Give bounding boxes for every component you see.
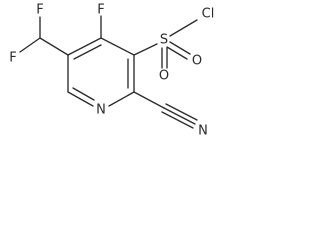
atom-n-nitrile: N <box>198 124 208 139</box>
bond-n1-c6 <box>67 91 94 107</box>
bond-c2-cn <box>133 91 165 109</box>
bond-cn-triple-1 <box>163 107 196 125</box>
atom-s: S <box>160 33 168 48</box>
bond-c5-c4-inner <box>73 44 102 60</box>
bonds <box>19 15 198 129</box>
bond-c3-s <box>133 43 158 56</box>
bond-c4-c3 <box>100 37 135 56</box>
atom-n-ring: N <box>96 103 106 118</box>
atom-cl: Cl <box>202 7 215 22</box>
bond-n1-c6-inner <box>72 87 95 101</box>
structure-diagram: F F F S Cl O O N N <box>9 3 214 139</box>
bond-s-o-right <box>169 41 191 55</box>
bond-c5-chf2 <box>39 37 69 56</box>
bond-s-o-right-2 <box>166 46 188 60</box>
bond-c5-c4 <box>67 37 102 56</box>
bond-cn-triple-3 <box>161 111 194 129</box>
bond-s-cl <box>169 19 198 37</box>
atom-labels: F F F S Cl O O N N <box>9 3 214 139</box>
atom-o-lower: O <box>159 69 169 84</box>
bond-cn-triple-2 <box>165 103 198 121</box>
atom-o-right: O <box>192 54 202 69</box>
bond-c2-n1 <box>108 91 135 107</box>
atom-f-left: F <box>9 51 16 66</box>
bond-chf2-f-left <box>19 37 41 53</box>
atom-f-upper: F <box>36 3 43 18</box>
atom-f-ring: F <box>97 3 104 18</box>
